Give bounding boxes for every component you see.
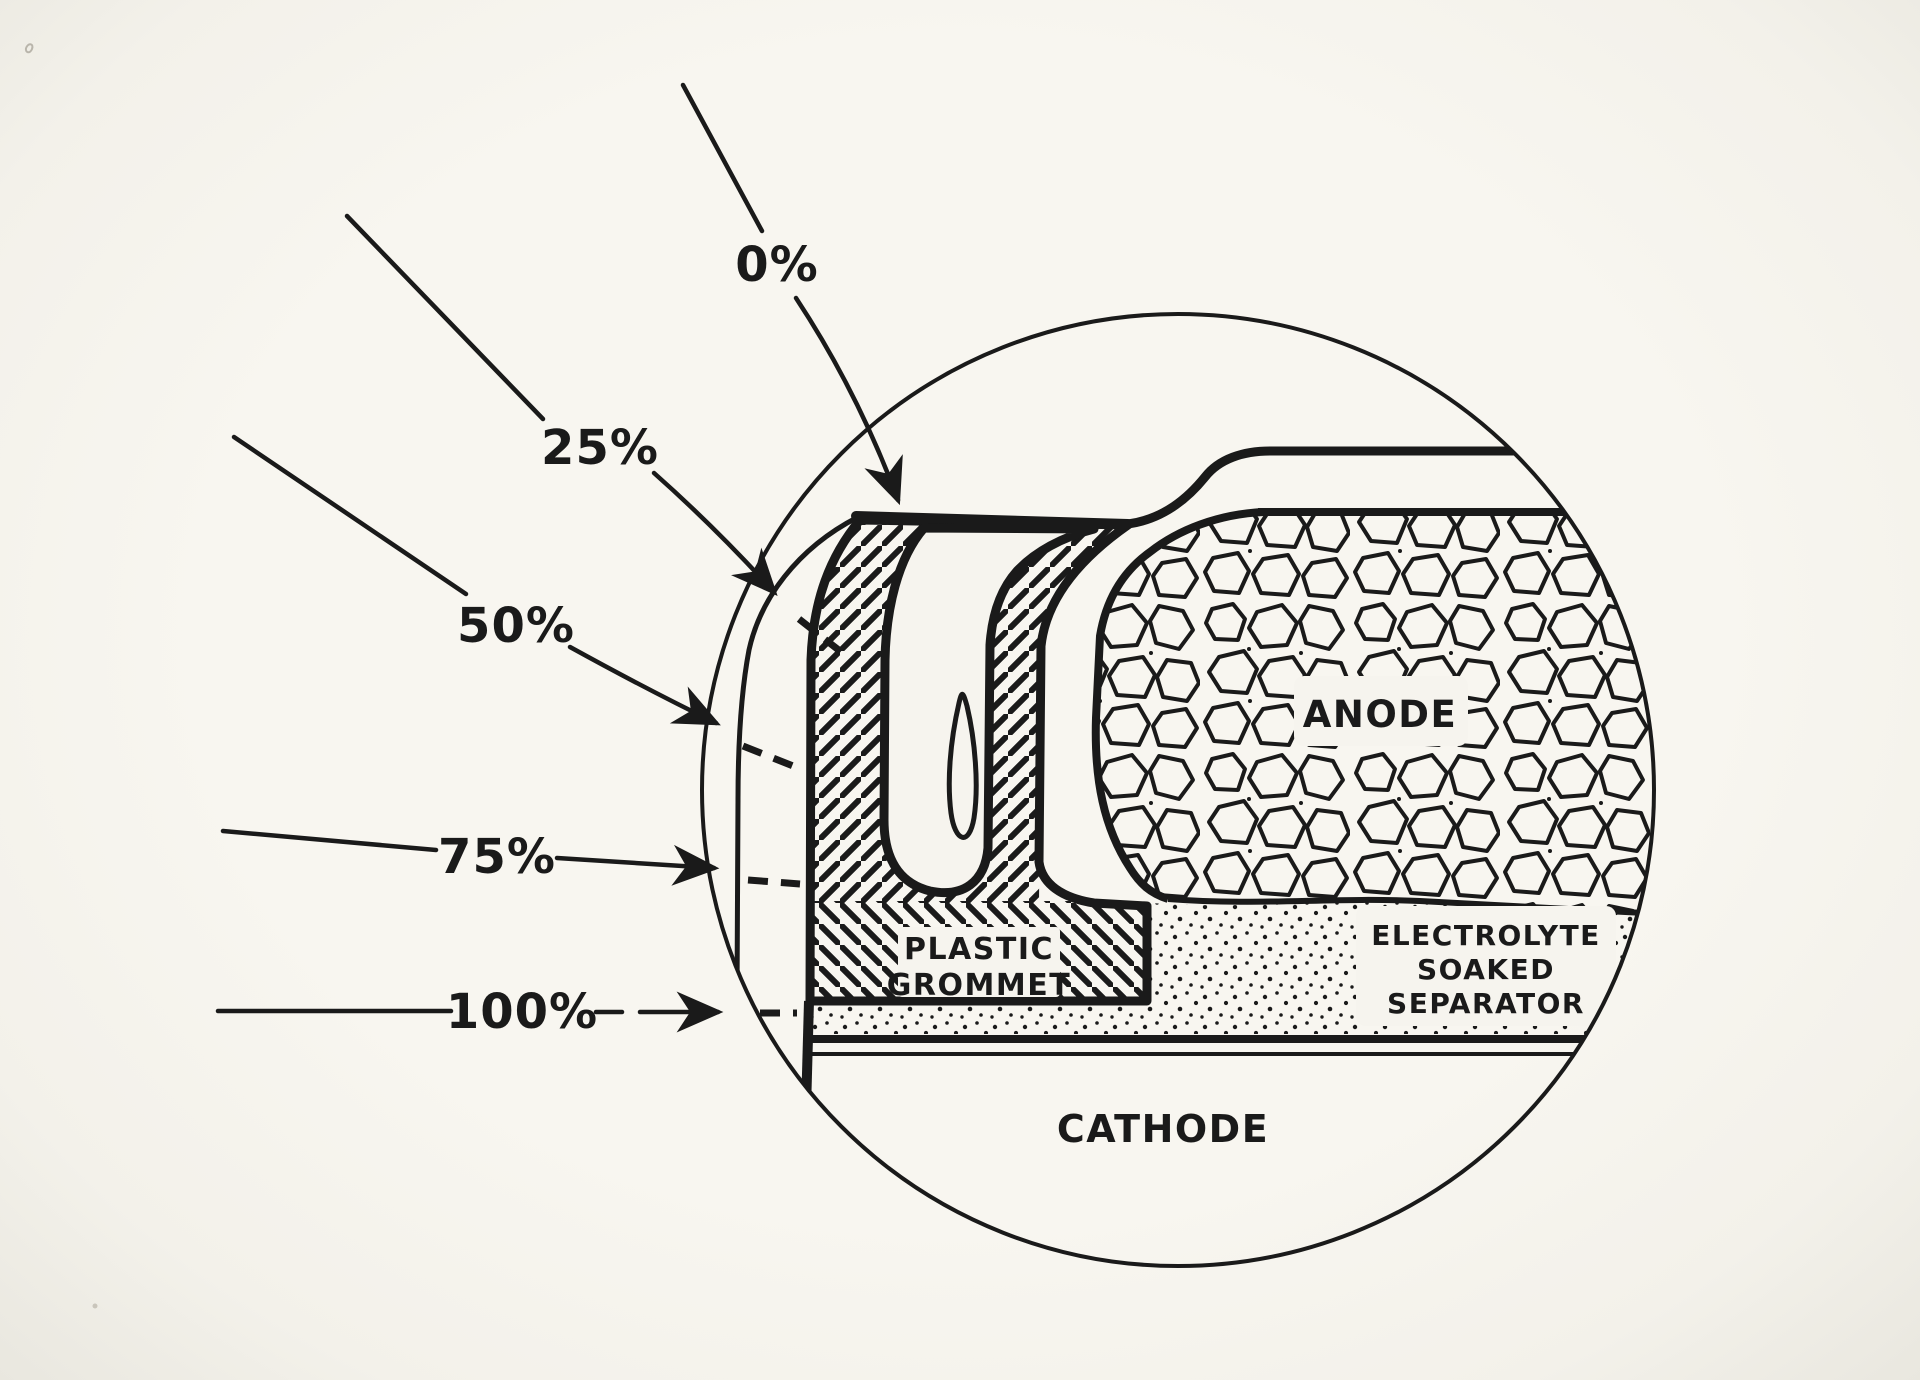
anode-pocket-bottom-edge	[1167, 896, 1654, 919]
label-separator-line3: SEPARATOR	[1387, 987, 1585, 1020]
can-wall-lower	[801, 1000, 814, 1111]
arrow-50-percent	[567, 644, 721, 726]
anode-lid	[1127, 446, 1654, 529]
photo-speck-bottom-left	[92, 1303, 98, 1309]
crimp-top-flat	[851, 511, 1133, 529]
tick-25-percent	[796, 616, 848, 658]
label-0-percent: 0%	[735, 237, 819, 293]
label-50-percent: 50%	[457, 598, 575, 654]
leader-line-0-percent	[680, 82, 765, 234]
label-75-percent: 75%	[438, 829, 556, 885]
arrow-0-percent	[793, 295, 903, 506]
arrow-75-percent	[554, 844, 720, 886]
label-cathode: CATHODE	[1057, 1107, 1269, 1151]
leader-line-25-percent	[344, 213, 546, 422]
anode-pocket-left-wall	[1091, 508, 1265, 903]
cup-fold-void	[946, 691, 979, 840]
label-100-percent: 100%	[446, 984, 598, 1040]
arrow-25-percent	[651, 470, 778, 597]
tick-75-percent	[747, 876, 801, 888]
label-separator-line1: ELECTROLYTE	[1371, 919, 1601, 952]
label-separator-line2: SOAKED	[1417, 953, 1555, 986]
anode-cup-fold	[879, 523, 1099, 897]
label-plastic-grommet-line1: PLASTIC	[904, 932, 1054, 967]
photo-speck-top-left	[24, 43, 34, 54]
leader-line-50-percent	[231, 434, 469, 597]
anode-label-background	[1294, 676, 1468, 746]
label-anode: ANODE	[1303, 693, 1458, 736]
leader-line-75-percent	[220, 828, 439, 853]
magnifier-circle	[700, 312, 1656, 1268]
grommet-label-background	[898, 927, 1060, 997]
label-plastic-grommet-line2: GROMMET	[887, 968, 1071, 1003]
label-25-percent: 25%	[541, 420, 659, 476]
tick-50-percent	[741, 742, 805, 774]
separator-label-background	[1356, 906, 1616, 1026]
can-outer-profile	[734, 514, 860, 997]
grommet-outline	[805, 515, 1152, 1006]
